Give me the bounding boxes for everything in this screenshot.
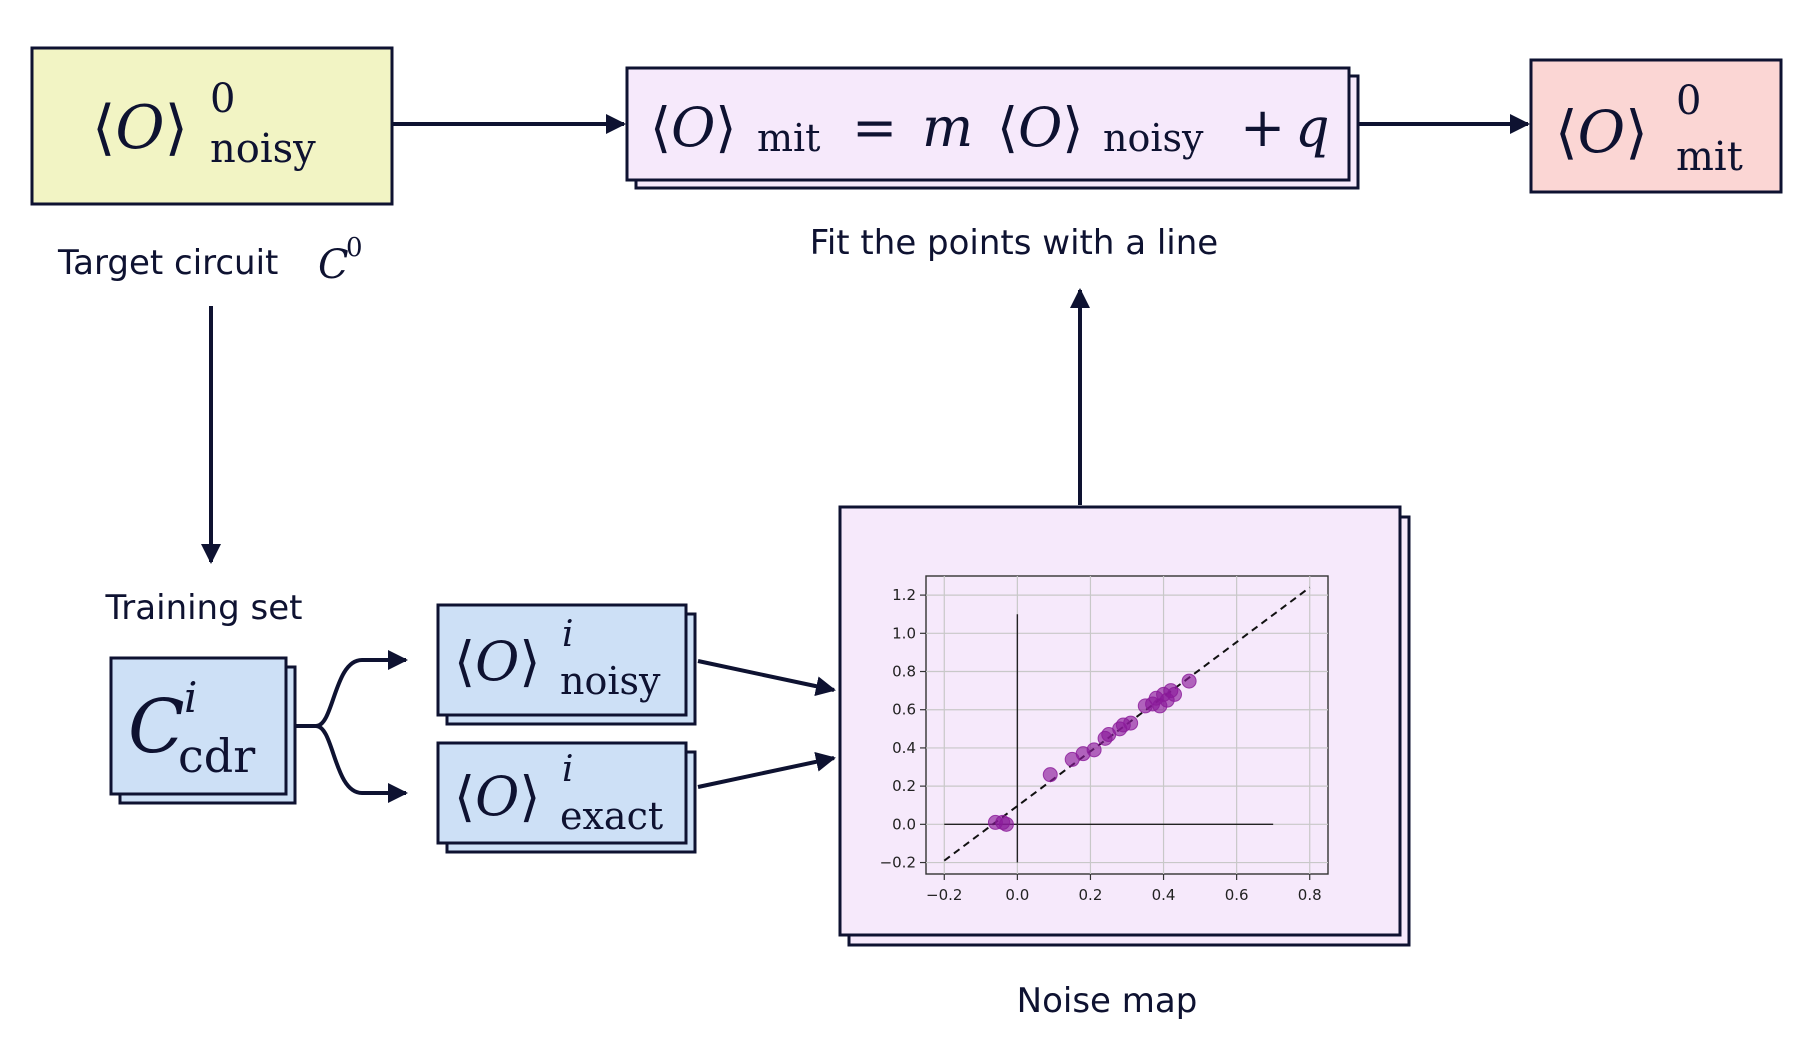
mitigated-result-bg [1529, 58, 1783, 194]
y-tick-label: 1.0 [892, 624, 916, 642]
intercept-symbol: q [1295, 96, 1330, 159]
x-tick-label: 0.8 [1298, 886, 1322, 904]
y-tick-label: 0.8 [892, 663, 916, 681]
scatter-point [1123, 715, 1139, 731]
arrow-branch-noisy [296, 650, 408, 728]
training-set-label: Training set [105, 588, 303, 628]
noisy-training-formula: ⟨O⟩ [454, 630, 540, 693]
scatter-point [1181, 673, 1197, 689]
y-tick-label: 0.6 [892, 701, 916, 719]
noisy-training-bg [436, 603, 688, 717]
mitigated-result-sub: mit [1676, 134, 1743, 180]
noisy-target-box-bg [30, 46, 394, 206]
observable-symbol: O [1578, 98, 1626, 166]
noisy-target-sub: noisy [210, 126, 316, 172]
arrow-exact-to-map [697, 751, 836, 789]
observable-symbol: O [671, 96, 715, 159]
y-tick-label: −0.2 [880, 854, 916, 872]
x-tick-label: 0.6 [1225, 886, 1249, 904]
noise-map-label: Noise map [1017, 981, 1198, 1021]
scatter-point [1042, 767, 1058, 783]
noise-map-panel: −0.2 0.0 0.2 0.4 0.6 0.8 −0.2 0.0 0.2 0.4 0.6 0.8 1.… [838, 505, 1411, 947]
exact-training-box: ⟨O⟩ i exact [436, 741, 697, 854]
noisy-target-formula: ⟨O⟩ [92, 93, 188, 163]
target-circuit-label: Target circuit [57, 243, 278, 283]
mitigation-formula-rhs-sub: noisy [1103, 116, 1204, 160]
training-circuit-sup: i [184, 673, 197, 722]
noisy-target-box: ⟨O⟩ 0 noisy [30, 46, 394, 206]
noisy-training-sup: i [562, 614, 574, 655]
fit-points-label: Fit the points with a line [810, 223, 1218, 263]
y-tick-label: 0.4 [892, 739, 916, 757]
training-circuit-symbol: C [128, 684, 185, 770]
y-tick-label: 0.2 [892, 777, 916, 795]
y-tick-label: 1.2 [892, 586, 916, 604]
observable-symbol: O [475, 630, 519, 693]
scatter-point [1086, 742, 1102, 758]
x-tick-label: 0.4 [1152, 886, 1176, 904]
arrow-noisy-to-map [697, 659, 836, 697]
mitigation-formula-lhs-sub: mit [757, 116, 820, 160]
mitigated-result-sup: 0 [1676, 78, 1701, 124]
noisy-training-box: ⟨O⟩ i noisy [436, 603, 697, 726]
mitigation-formula-bg [625, 66, 1351, 182]
observable-symbol: O [1018, 96, 1062, 159]
noisy-target-sup: 0 [210, 76, 235, 122]
slope-symbol: m [922, 96, 973, 159]
mitigated-result-formula: ⟨O⟩ [1555, 98, 1648, 166]
arrow-branch-exact [315, 724, 408, 803]
target-circuit-sup: 0 [346, 233, 363, 263]
exact-training-bg [436, 741, 688, 845]
observable-symbol: O [115, 93, 164, 163]
plus-sign: + [1240, 96, 1285, 159]
exact-training-sup: i [562, 749, 574, 790]
exact-training-formula: ⟨O⟩ [454, 765, 540, 828]
noise-map-chart: −0.2 0.0 0.2 0.4 0.6 0.8 −0.2 0.0 0.2 0.4 0.6 0.8 1.… [880, 575, 1329, 904]
target-circuit-symbol: C [318, 242, 349, 288]
mitigation-formula-rhs: ⟨O⟩ [997, 96, 1083, 159]
x-tick-label: 0.0 [1005, 886, 1029, 904]
training-circuits-box: C i cdr [109, 656, 297, 805]
noisy-training-sub: noisy [560, 659, 661, 703]
scatter-point [998, 816, 1014, 832]
y-tick-label: 0.0 [892, 815, 916, 833]
x-tick-label: 0.2 [1079, 886, 1103, 904]
mitigated-result-box: ⟨O⟩ 0 mit [1529, 58, 1783, 194]
scatter-point [1167, 686, 1183, 702]
exact-training-sub: exact [560, 794, 663, 838]
mitigation-formula-box: ⟨O⟩ mit = m ⟨O⟩ noisy + q [625, 66, 1360, 190]
equals-sign: = [852, 96, 897, 159]
training-circuit-sub: cdr [178, 729, 255, 783]
x-tick-label: −0.2 [926, 886, 962, 904]
training-circuits-bg [109, 656, 288, 796]
mitigation-formula-lhs: ⟨O⟩ [650, 96, 736, 159]
observable-symbol: O [475, 765, 519, 828]
